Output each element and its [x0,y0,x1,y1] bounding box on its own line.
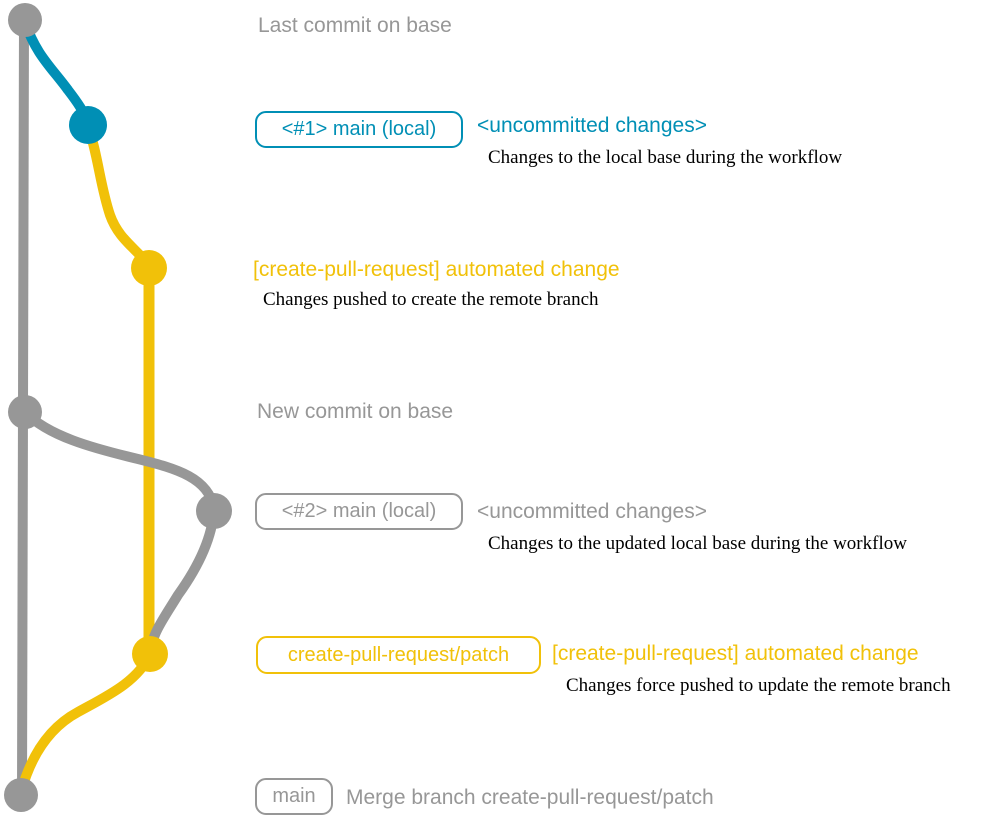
heading-uncommitted-changes-2: <uncommitted changes> [477,500,707,523]
branch-badge-main: main [255,778,333,815]
commit-dot-local-1 [69,106,107,144]
note-new-commit-on-base: New commit on base [257,400,454,423]
description-pushed-create-branch: Changes pushed to create the remote bran… [263,289,599,310]
heading-automated-change-2: [create-pull-request] automated change [552,642,919,665]
commit-dot-pr-2 [132,636,168,672]
branch-badge-pr-patch: create-pull-request/patch [256,636,541,674]
branch-badge-main-local-1: <#1> main (local) [255,111,463,148]
note-last-commit-on-base: Last commit on base [258,14,452,37]
commit-dot-base-2 [8,395,42,429]
heading-automated-change-1: [create-pull-request] automated change [253,258,620,281]
base-to-local-curve [20,407,219,513]
local-branch-curve [20,17,93,128]
message-merge-branch: Merge branch create-pull-request/patch [346,786,714,809]
commit-dot-pr-1 [131,250,167,286]
commit-dot-local-2 [196,493,232,529]
description-local-base-changes: Changes to the local base during the wor… [488,147,843,168]
description-force-pushed-update-branch: Changes force pushed to update the remot… [566,675,951,696]
pr-branch-curve-out [83,121,153,269]
heading-uncommitted-changes-1: <uncommitted changes> [477,114,707,137]
description-updated-local-base-changes: Changes to the updated local base during… [488,533,907,554]
commit-dot-merge [4,778,38,812]
pr-merge-curve [16,649,155,797]
local-to-pr-curve [145,505,219,657]
branch-badge-main-local-2: <#2> main (local) [255,493,463,530]
commit-dot-base-1 [8,3,42,37]
